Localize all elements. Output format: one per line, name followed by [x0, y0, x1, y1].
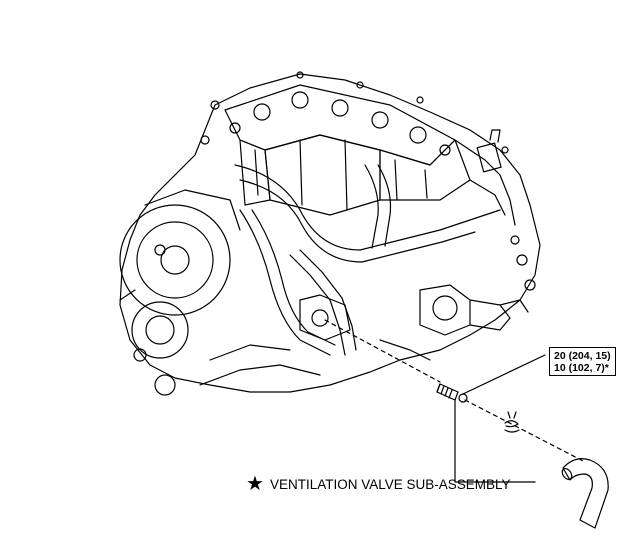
torque-spec-line-2: 10 (102, 7)*	[554, 362, 609, 374]
part-callout: ★ VENTILATION VALVE SUB-ASSEMBLY	[246, 474, 511, 494]
engine-block	[119, 71, 541, 396]
torque-leader	[462, 354, 546, 395]
torque-spec-box: 20 (204, 15) 10 (102, 7)*	[549, 347, 616, 376]
assembly-line	[324, 319, 586, 463]
torque-spec-line-1: 20 (204, 15)	[554, 350, 611, 362]
part-name-label: VENTILATION VALVE SUB-ASSEMBLY	[269, 476, 511, 492]
hose-clip	[504, 411, 520, 433]
part-leader	[454, 399, 536, 483]
ventilation-hose	[561, 458, 609, 529]
ventilation-valve	[436, 383, 468, 403]
star-icon: ★	[246, 473, 264, 495]
